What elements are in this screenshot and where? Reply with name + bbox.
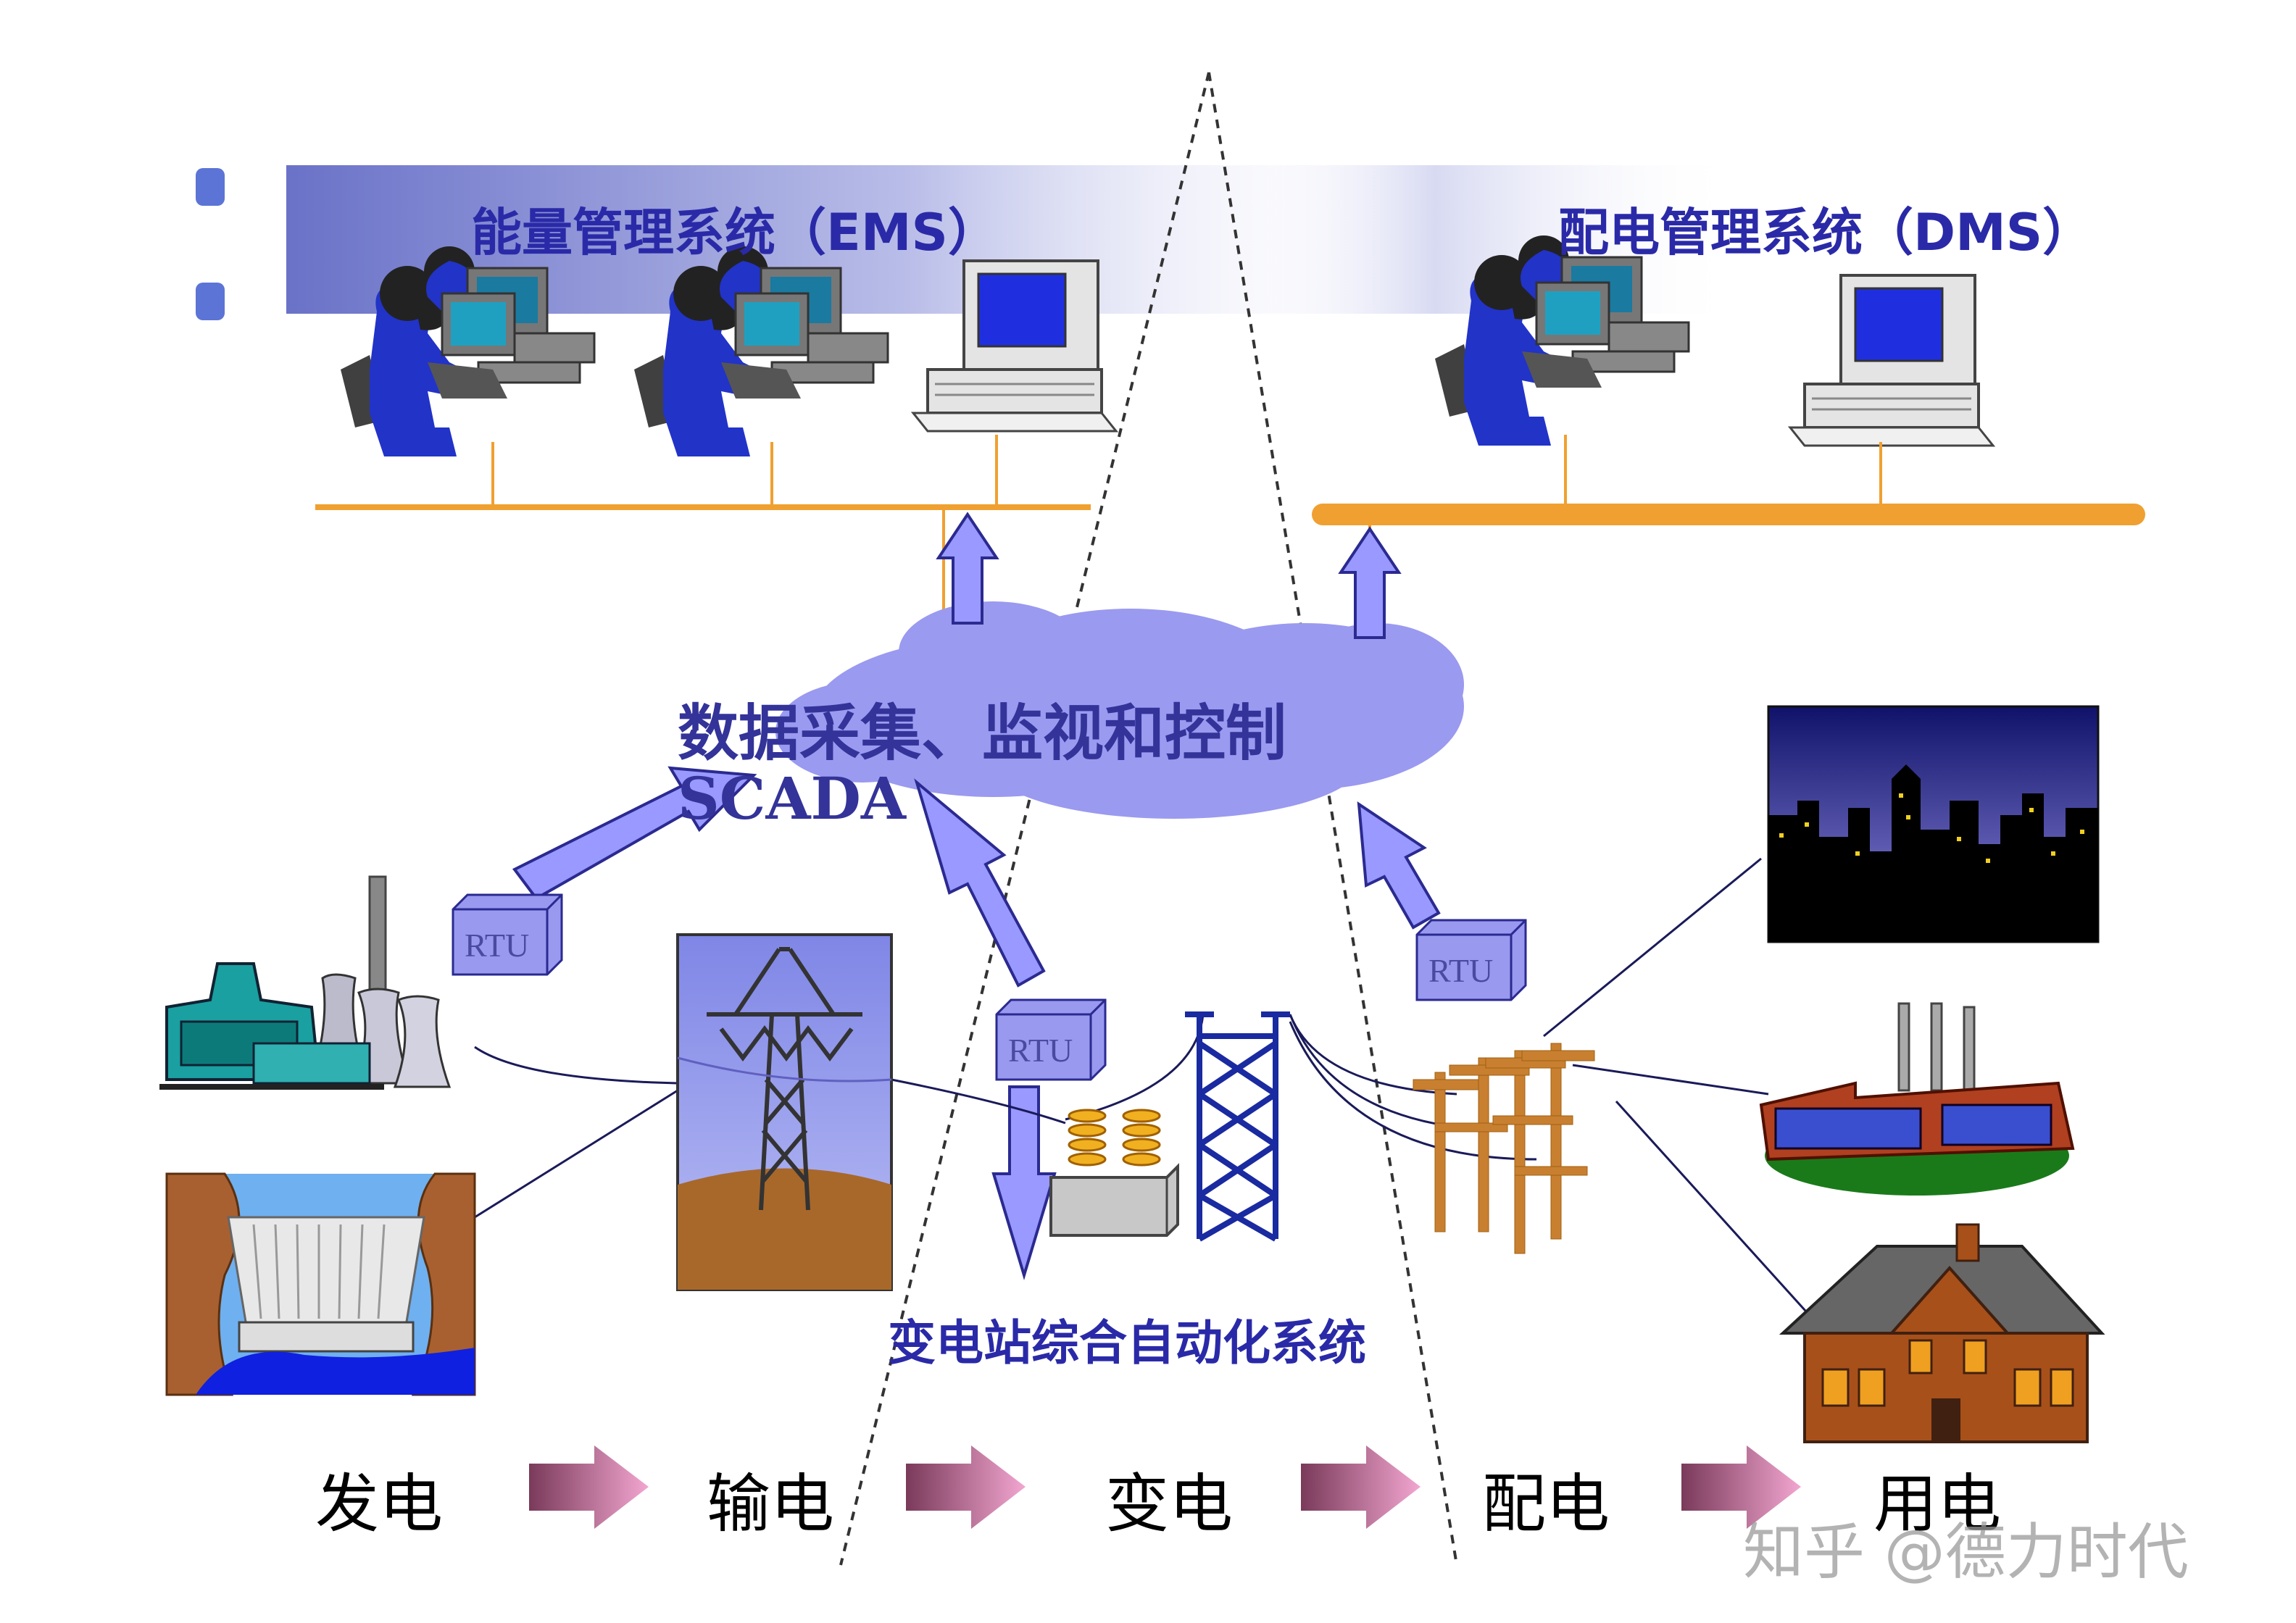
flow-arrows	[529, 1445, 1801, 1529]
rtu-label: RTU	[465, 927, 529, 964]
rtu-label: RTU	[1428, 952, 1493, 989]
dms-title: 配电管理系统（DMS）	[1558, 203, 2094, 262]
distribution-poles-icon	[1413, 1043, 1595, 1254]
flow-arrow-2	[906, 1445, 1026, 1529]
flow-arrow-3	[1301, 1445, 1421, 1529]
arrow-rtu-gen-to-scada	[512, 766, 757, 901]
arrow-rtu-dist-to-scada	[1357, 801, 1441, 930]
scada-title-en: SCADA	[678, 764, 906, 833]
power-lines	[474, 857, 1821, 1327]
transmission-tower-icon	[676, 933, 893, 1291]
stage-transformation: 变电	[1105, 1466, 1234, 1541]
hydro-dam-icon	[165, 1172, 476, 1396]
banner-bullet-1	[196, 168, 225, 206]
banner-bullet-2	[196, 283, 225, 320]
substation-automation-title: 变电站综合自动化系统	[888, 1315, 1366, 1371]
operator-workstation-3	[1435, 235, 1690, 446]
domain-dividers	[839, 72, 1458, 1566]
stage-transmission: 输电	[707, 1466, 835, 1541]
rtu-label: RTU	[1008, 1032, 1073, 1069]
operator-workstation-2	[634, 246, 889, 456]
stage-distribution: 配电	[1482, 1466, 1610, 1541]
rtu-generation: RTU	[452, 893, 563, 976]
divider-right	[1207, 72, 1458, 1566]
rtu-distribution: RTU	[1415, 919, 1527, 1001]
computer-ems	[910, 259, 1119, 433]
scada-title-cn: 数据采集、监视和控制	[678, 697, 1287, 769]
house-icon	[1779, 1223, 2105, 1443]
power-plant-icon	[159, 875, 452, 1090]
computer-dms	[1787, 274, 1996, 447]
dms-network	[1312, 435, 2145, 638]
scada-cloud	[775, 601, 1464, 819]
ems-title: 能量管理系统（EMS）	[471, 203, 999, 262]
watermark: 知乎 @德力时代	[1743, 1516, 2189, 1587]
city-skyline-icon	[1767, 705, 2100, 943]
divider-left	[839, 72, 1210, 1566]
stage-consumption: 用电	[1873, 1466, 2002, 1541]
arrow-scada-to-ems	[936, 512, 999, 625]
factory-icon	[1759, 1002, 2075, 1196]
flow-arrow-4	[1681, 1445, 1801, 1529]
substation-icon	[1049, 1011, 1290, 1242]
arrow-scada-to-dms	[1338, 526, 1402, 639]
flow-arrow-1	[529, 1445, 649, 1529]
operator-workstation-1	[341, 246, 596, 456]
arrow-rtu-sub-to-scada	[914, 778, 1046, 988]
arrow-rtu-to-substation	[991, 1085, 1057, 1280]
rtu-substation: RTU	[995, 998, 1107, 1081]
stage-generation: 发电	[315, 1466, 444, 1541]
